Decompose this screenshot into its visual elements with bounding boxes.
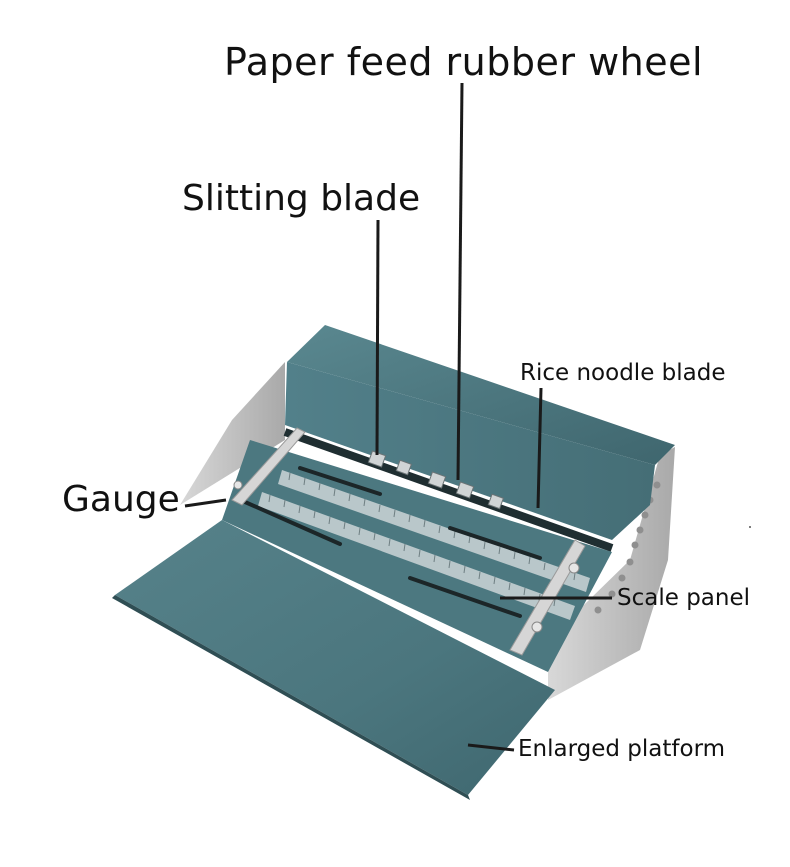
blade-shaft xyxy=(283,428,614,552)
right-side-panel xyxy=(548,447,675,700)
label-rice-noodle-blade: Rice noodle blade xyxy=(520,360,726,386)
label-enlarged-platform: Enlarged platform xyxy=(518,736,726,762)
label-slitting-blade: Slitting blade xyxy=(182,178,421,219)
machine-top-cover xyxy=(287,325,675,465)
platform xyxy=(115,520,555,795)
label-paper-feed-rubber-wheel: Paper feed rubber wheel xyxy=(224,40,704,84)
scale-strips xyxy=(258,470,590,620)
platform-edge xyxy=(112,595,470,800)
leader-gauge xyxy=(184,498,227,508)
leader-rice-noodle-blade xyxy=(536,387,543,509)
leader-lines xyxy=(184,82,612,752)
side-bolts xyxy=(594,481,661,614)
stray-dot xyxy=(749,526,751,528)
label-scale-panel: Scale panel xyxy=(617,585,751,611)
leader-enlarged-platform xyxy=(467,743,515,752)
left-side-panel xyxy=(180,362,285,505)
label-gauge: Gauge xyxy=(62,479,180,520)
rollers xyxy=(367,450,504,510)
leader-slitting-blade xyxy=(375,219,380,456)
leader-paper-feed xyxy=(456,82,464,481)
tray-slots xyxy=(243,466,542,618)
